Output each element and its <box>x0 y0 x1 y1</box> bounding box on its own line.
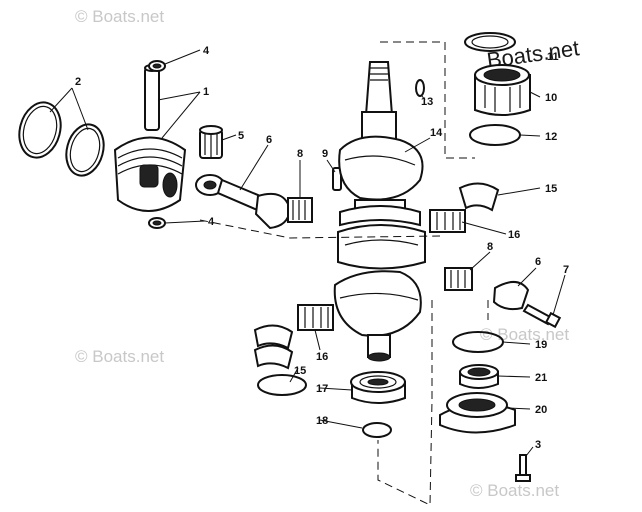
watermark-mid-left: © Boats.net <box>75 347 164 366</box>
bearing-cage-16-upper <box>429 209 466 233</box>
callout-8-lower: 8 <box>487 241 493 253</box>
snap-ring-15 <box>257 374 307 396</box>
watermark-bottom-right: © Boats.net <box>470 481 559 500</box>
piston-pin <box>144 64 160 131</box>
bearing-cage-upper <box>287 197 313 223</box>
callout-1: 1 <box>203 86 209 98</box>
callout-10: 10 <box>545 92 557 104</box>
retainer-halves-lower <box>253 324 294 370</box>
bearing-cage-lower <box>444 267 473 291</box>
snap-ring-bottom <box>148 217 166 229</box>
callout-2: 2 <box>75 76 81 88</box>
needle-bearing-small <box>199 125 223 159</box>
assembly-dashed-lines <box>199 41 489 506</box>
ball-bearing <box>350 371 406 404</box>
connecting-rod <box>195 174 292 230</box>
crankshaft <box>333 61 426 362</box>
callout-6-upper: 6 <box>266 134 272 146</box>
callout-5: 5 <box>238 130 244 142</box>
callout-4-top: 4 <box>203 45 210 57</box>
leader-lines <box>49 49 566 457</box>
housing-screw <box>515 454 531 482</box>
callout-4-bottom: 4 <box>208 216 215 228</box>
callout-15-upper: 15 <box>545 183 557 195</box>
watermark-top-left: © Boats.net <box>75 7 164 26</box>
piston-rings <box>18 101 105 177</box>
rod-cap <box>492 281 530 311</box>
callout-11: 11 <box>547 51 559 63</box>
rod-bolt <box>522 303 562 329</box>
callout-labels: 4 2 1 5 6 8 9 4 13 14 11 10 12 15 16 8 6… <box>75 45 569 451</box>
callout-7: 7 <box>563 264 569 276</box>
callout-15-lower: 15 <box>294 365 306 377</box>
oil-seal-21 <box>459 364 499 389</box>
upper-roller-bearing-10 <box>474 64 531 116</box>
callout-19: 19 <box>535 339 547 351</box>
top-seal-11 <box>464 32 516 52</box>
bearing-cage-16-lower <box>297 304 334 331</box>
snap-ring-top <box>148 60 166 72</box>
callout-21: 21 <box>535 372 547 384</box>
callout-8-upper: 8 <box>297 148 303 160</box>
callout-14: 14 <box>430 127 443 139</box>
retainer-half-upper <box>458 182 500 212</box>
callout-16-lower: 16 <box>316 351 328 363</box>
retaining-ring-18 <box>362 422 392 438</box>
piston <box>113 136 187 212</box>
callout-20: 20 <box>535 404 547 416</box>
callout-12: 12 <box>545 131 557 143</box>
bearing-housing-20 <box>439 392 516 434</box>
dowel-pin <box>332 167 342 191</box>
o-ring-12 <box>469 124 521 146</box>
callout-13: 13 <box>421 96 433 108</box>
callout-18: 18 <box>316 415 328 427</box>
woodruff-key <box>415 79 425 97</box>
callout-6-lower: 6 <box>535 256 541 268</box>
callout-16-upper: 16 <box>508 229 520 241</box>
callout-3: 3 <box>535 439 541 451</box>
callout-17: 17 <box>316 383 328 395</box>
callout-9: 9 <box>322 148 328 160</box>
